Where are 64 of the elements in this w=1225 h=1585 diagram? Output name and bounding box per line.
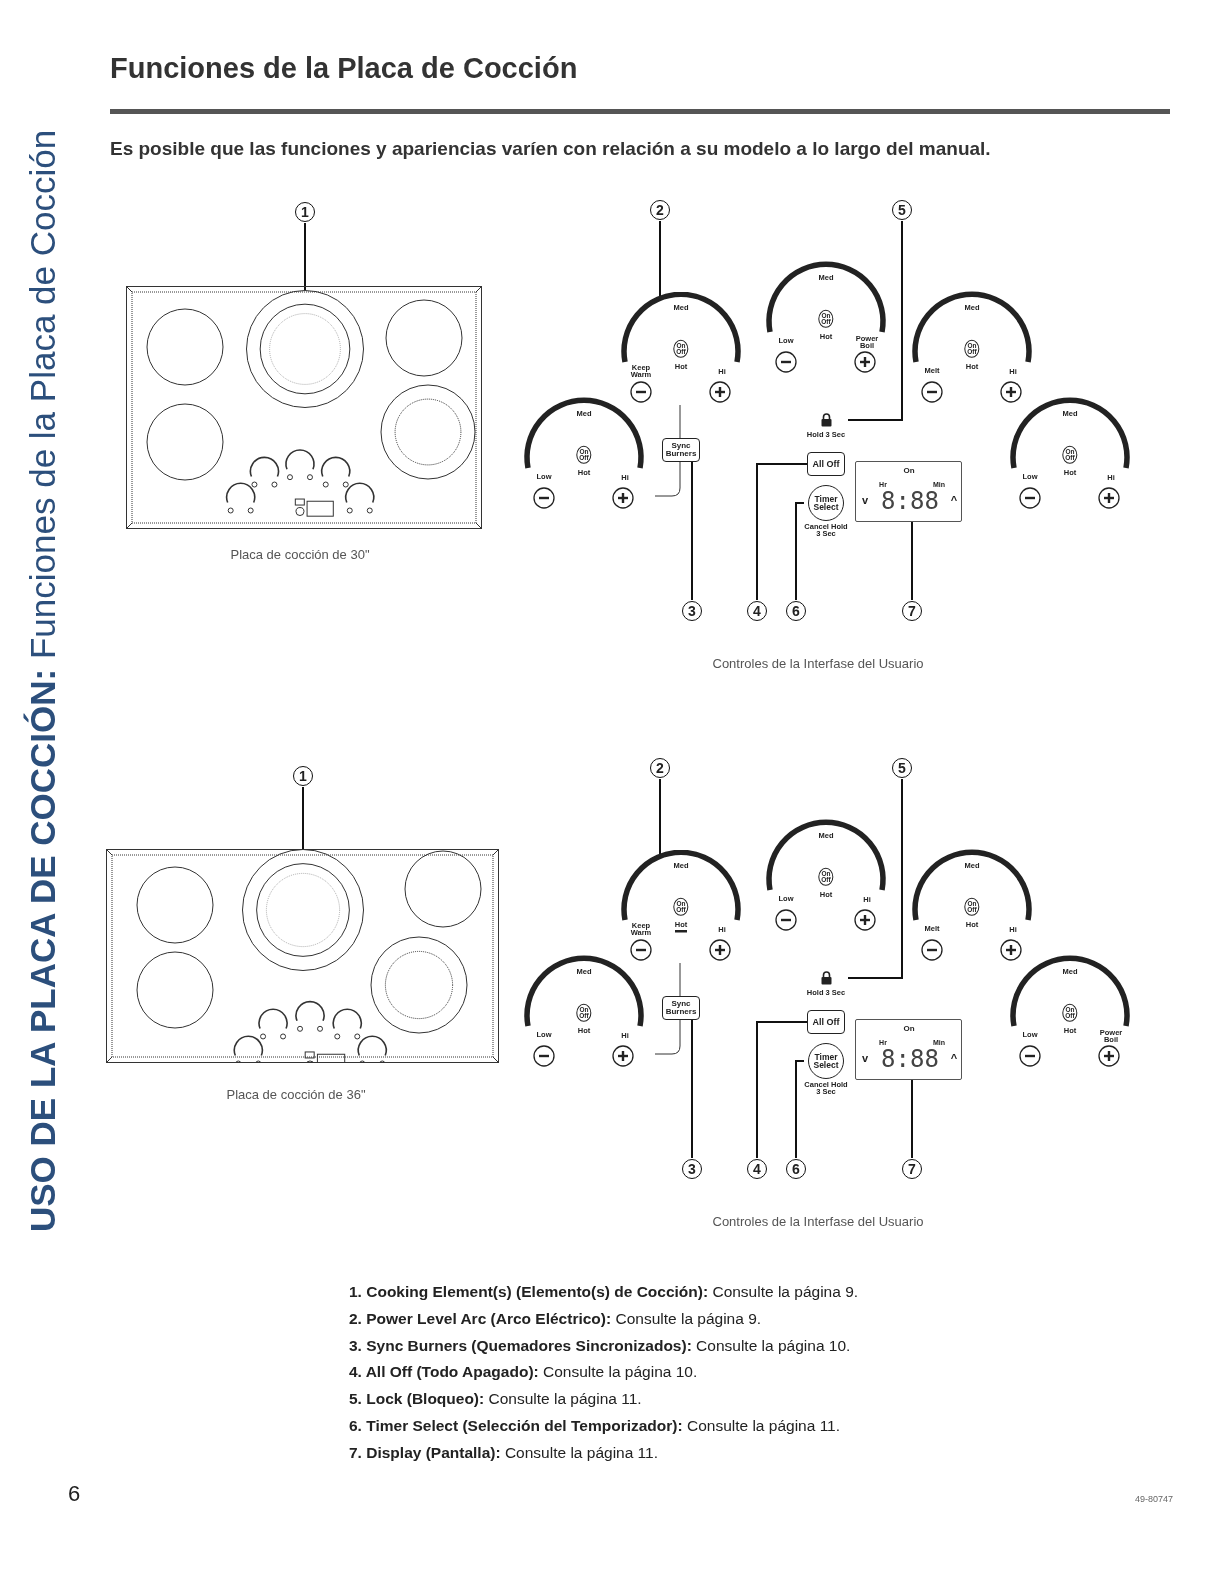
callout-number: 7 — [902, 601, 922, 621]
feature-list-item: 7. Display (Pantalla): Consulte la página 11. — [349, 1443, 659, 1462]
leader-line — [911, 1079, 913, 1159]
timer-select-button: Timer Select — [808, 1043, 844, 1079]
leader-line — [659, 220, 661, 298]
page-title: Funciones de la Placa de Cocción — [110, 52, 578, 85]
display-label: On — [903, 1025, 915, 1033]
figure-caption: Placa de cocción de 36" — [226, 1086, 366, 1102]
leader-line — [302, 786, 304, 850]
timer-display — [855, 461, 962, 522]
callout-number: 3 — [682, 1159, 702, 1179]
feature-list-item: 4. All Off (Todo Apagado): Consulte la página 10. — [349, 1363, 698, 1382]
leader-line — [795, 1060, 805, 1159]
leader-line — [756, 1021, 808, 1159]
power-level-arc — [621, 850, 741, 922]
callout-number: 2 — [650, 200, 670, 220]
callout-number: 3 — [682, 601, 702, 621]
callout-number: 6 — [786, 1159, 806, 1179]
callout-number: 5 — [892, 200, 912, 220]
callout-number: 4 — [747, 1159, 767, 1179]
leader-line — [691, 1019, 693, 1159]
display-symbol: ^ — [950, 494, 958, 506]
feature-list-item: 5. Lock (Bloqueo): Consulte la página 11. — [349, 1390, 642, 1409]
feature-list-item: 6. Timer Select (Selección del Temporizador): Consulte la página 11. — [349, 1417, 841, 1435]
figure-caption: Placa de cocción de 30" — [230, 546, 370, 562]
callout-number: 4 — [747, 601, 767, 621]
document-number: 49-80747 — [1135, 1494, 1174, 1504]
subtitle: Es posible que las funciones y apariencias varíen con relación a su modelo a lo largo del manual. — [110, 138, 991, 160]
all-off-button: All Off — [807, 1010, 845, 1034]
display-label: On — [903, 467, 915, 475]
timer-display — [855, 1019, 962, 1080]
display-symbol: v — [861, 1052, 869, 1064]
feature-list-item: 1. Cooking Element(s) (Elemento(s) de Cocción): Consulte la página 9. — [349, 1283, 859, 1301]
timer-select-button: Timer Select — [808, 485, 844, 521]
leader-line — [847, 220, 903, 421]
all-off-button: All Off — [807, 452, 845, 476]
leader-line — [847, 778, 903, 979]
figure-caption: Controles de la Interfase del Usuario — [712, 655, 924, 671]
leader-line — [795, 502, 805, 601]
callout-number: 1 — [293, 766, 313, 786]
figure-caption: Controles de la Interfase del Usuario — [712, 1213, 924, 1229]
sync-burners-button: Sync Burners — [662, 996, 700, 1020]
leader-line — [659, 778, 661, 856]
callout-number: 7 — [902, 1159, 922, 1179]
leader-line — [756, 463, 808, 601]
heating-element — [241, 848, 365, 972]
digit-readout: 8:88 — [881, 1047, 939, 1071]
feature-list-item: 3. Sync Burners (Quemadores Sincronizados): Consulte la página 10. — [349, 1336, 851, 1355]
callout-number: 6 — [786, 601, 806, 621]
callout-number: 2 — [650, 758, 670, 778]
display-symbol: ^ — [950, 1052, 958, 1064]
page-number: 6 — [68, 1481, 81, 1507]
leader-line — [911, 521, 913, 601]
sync-burners-button: Sync Burners — [662, 438, 700, 462]
callout-number: 1 — [295, 202, 315, 222]
display-symbol: v — [861, 494, 869, 506]
digit-readout: 8:88 — [881, 489, 939, 513]
power-level-arc — [621, 292, 741, 364]
section-tab-text: USO DE LA PLACA DE COCCIÓN: Funciones de la Placa de Cocción — [22, 129, 63, 1232]
leader-line — [304, 222, 306, 291]
heating-element — [245, 289, 365, 409]
callout-number: 5 — [892, 758, 912, 778]
leader-line — [691, 461, 693, 601]
feature-list-item: 2. Power Level Arc (Arco Eléctrico): Consulte la página 9. — [349, 1309, 762, 1328]
